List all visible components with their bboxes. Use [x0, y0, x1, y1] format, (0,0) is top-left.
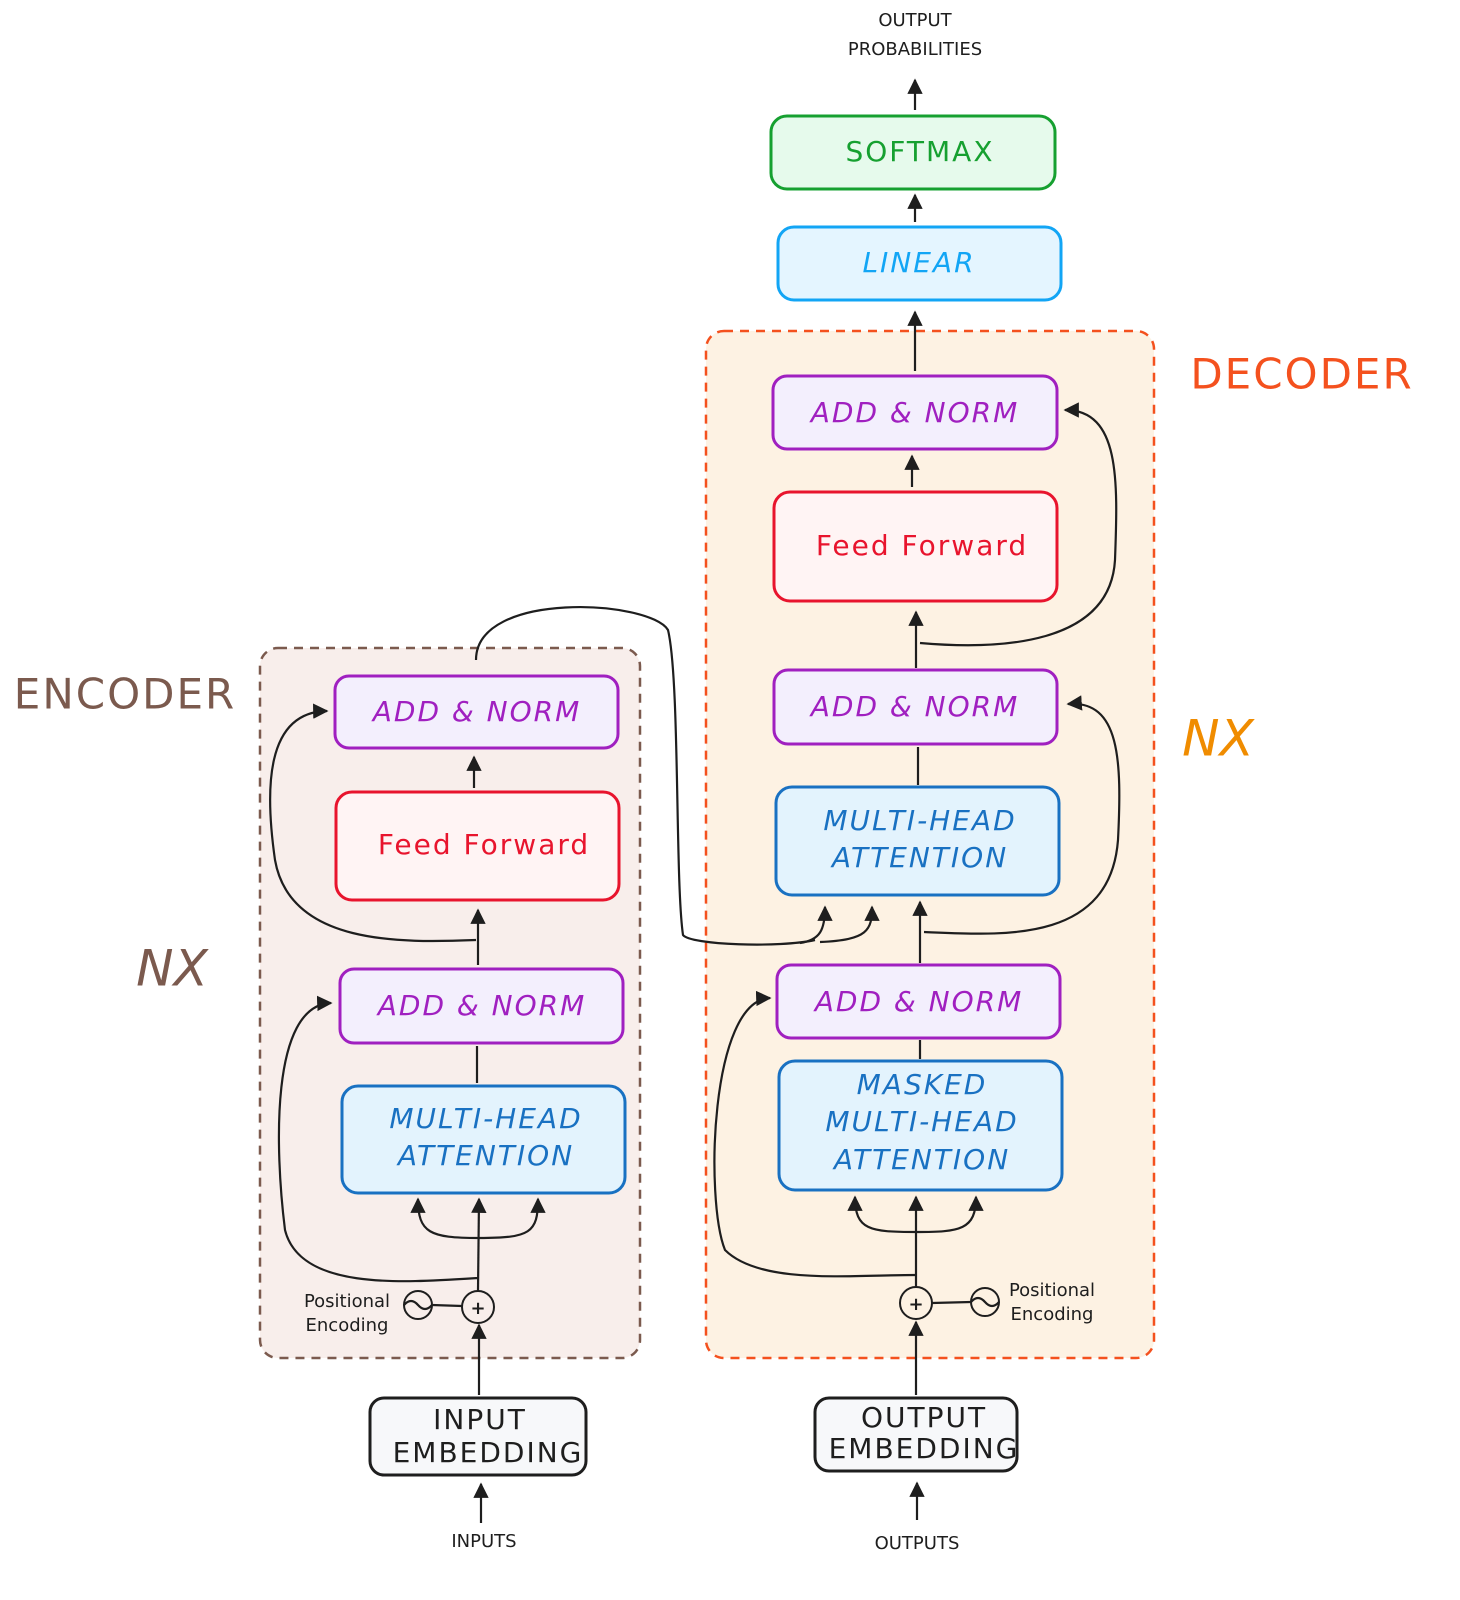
- connectors: [269, 78, 1121, 1523]
- inputs-label: INPUTS: [451, 1531, 516, 1552]
- decoder-label: DECODER: [1190, 350, 1413, 399]
- mha-label-2: ATTENTION: [832, 1143, 1010, 1176]
- positional-label-1: Positional: [1009, 1280, 1095, 1301]
- output-embedding-label-2: EMBEDDING: [829, 1432, 1020, 1465]
- encoder-positional-encoding: Positional Encoding +: [304, 1290, 495, 1336]
- mha-label-2: ATTENTION: [396, 1139, 574, 1172]
- add-norm-label: ADD & NORM: [809, 690, 1020, 723]
- mha-label-1: MULTI-HEAD: [389, 1102, 582, 1135]
- positional-label-1: Positional: [304, 1291, 390, 1312]
- encoder-multi-head-attention: MULTI-HEAD ATTENTION: [340, 1084, 627, 1195]
- add-norm-label: ADD & NORM: [813, 985, 1024, 1018]
- output-embedding-label-1: OUTPUT: [861, 1401, 987, 1434]
- input-embedding-label-2: EMBEDDING: [393, 1436, 584, 1469]
- input-embedding-label-1: INPUT: [433, 1403, 527, 1436]
- add-norm-label: ADD & NORM: [809, 396, 1020, 429]
- mha-label-2: ATTENTION: [830, 841, 1008, 874]
- feed-forward-label: Feed Forward: [816, 529, 1028, 562]
- encoder-nx-label: NX: [136, 940, 209, 998]
- linear-label: LINEAR: [862, 246, 975, 279]
- encoder-label: ENCODER: [14, 670, 236, 719]
- plus-sign: +: [908, 1294, 923, 1315]
- decoder-feed-forward: Feed Forward: [772, 490, 1059, 603]
- plus-sign: +: [470, 1298, 485, 1319]
- softmax-label: SOFTMAX: [845, 135, 994, 168]
- decoder-add-norm-bottom: ADD & NORM: [775, 963, 1062, 1040]
- linear-block: LINEAR: [776, 225, 1063, 302]
- positional-label-2: Encoding: [1011, 1304, 1094, 1325]
- masked-label: MASKED: [857, 1068, 988, 1101]
- decoder-add-norm-top: ADD & NORM: [771, 374, 1059, 451]
- feed-forward-label: Feed Forward: [378, 828, 590, 861]
- decoder-multi-head-attention: MULTI-HEAD ATTENTION: [774, 785, 1061, 897]
- encoder-feed-forward: Feed Forward: [334, 790, 621, 902]
- decoder-positional-encoding: + Positional Encoding: [899, 1280, 1095, 1325]
- add-norm-label: ADD & NORM: [371, 695, 582, 728]
- output-probabilities-line1: OUTPUT: [878, 10, 952, 31]
- encoder-add-norm-bottom: ADD & NORM: [338, 967, 625, 1045]
- decoder-nx-label: NX: [1182, 710, 1255, 768]
- positional-label-2: Encoding: [306, 1315, 389, 1336]
- mha-label-1: MULTI-HEAD: [825, 1105, 1018, 1138]
- output-embedding-block: OUTPUT EMBEDDING: [813, 1396, 1020, 1473]
- add-norm-label: ADD & NORM: [376, 989, 587, 1022]
- mha-label-1: MULTI-HEAD: [823, 804, 1016, 837]
- outputs-label: OUTPUTS: [875, 1533, 960, 1554]
- softmax-block: SOFTMAX: [769, 114, 1057, 191]
- decoder-masked-multi-head-attention: MASKED MULTI-HEAD ATTENTION: [777, 1059, 1064, 1192]
- output-probabilities-line2: PROBABILITIES: [848, 39, 982, 60]
- encoder-add-norm-top: ADD & NORM: [333, 674, 620, 750]
- input-embedding-block: INPUT EMBEDDING: [368, 1396, 588, 1477]
- decoder-add-norm-mid: ADD & NORM: [772, 668, 1059, 746]
